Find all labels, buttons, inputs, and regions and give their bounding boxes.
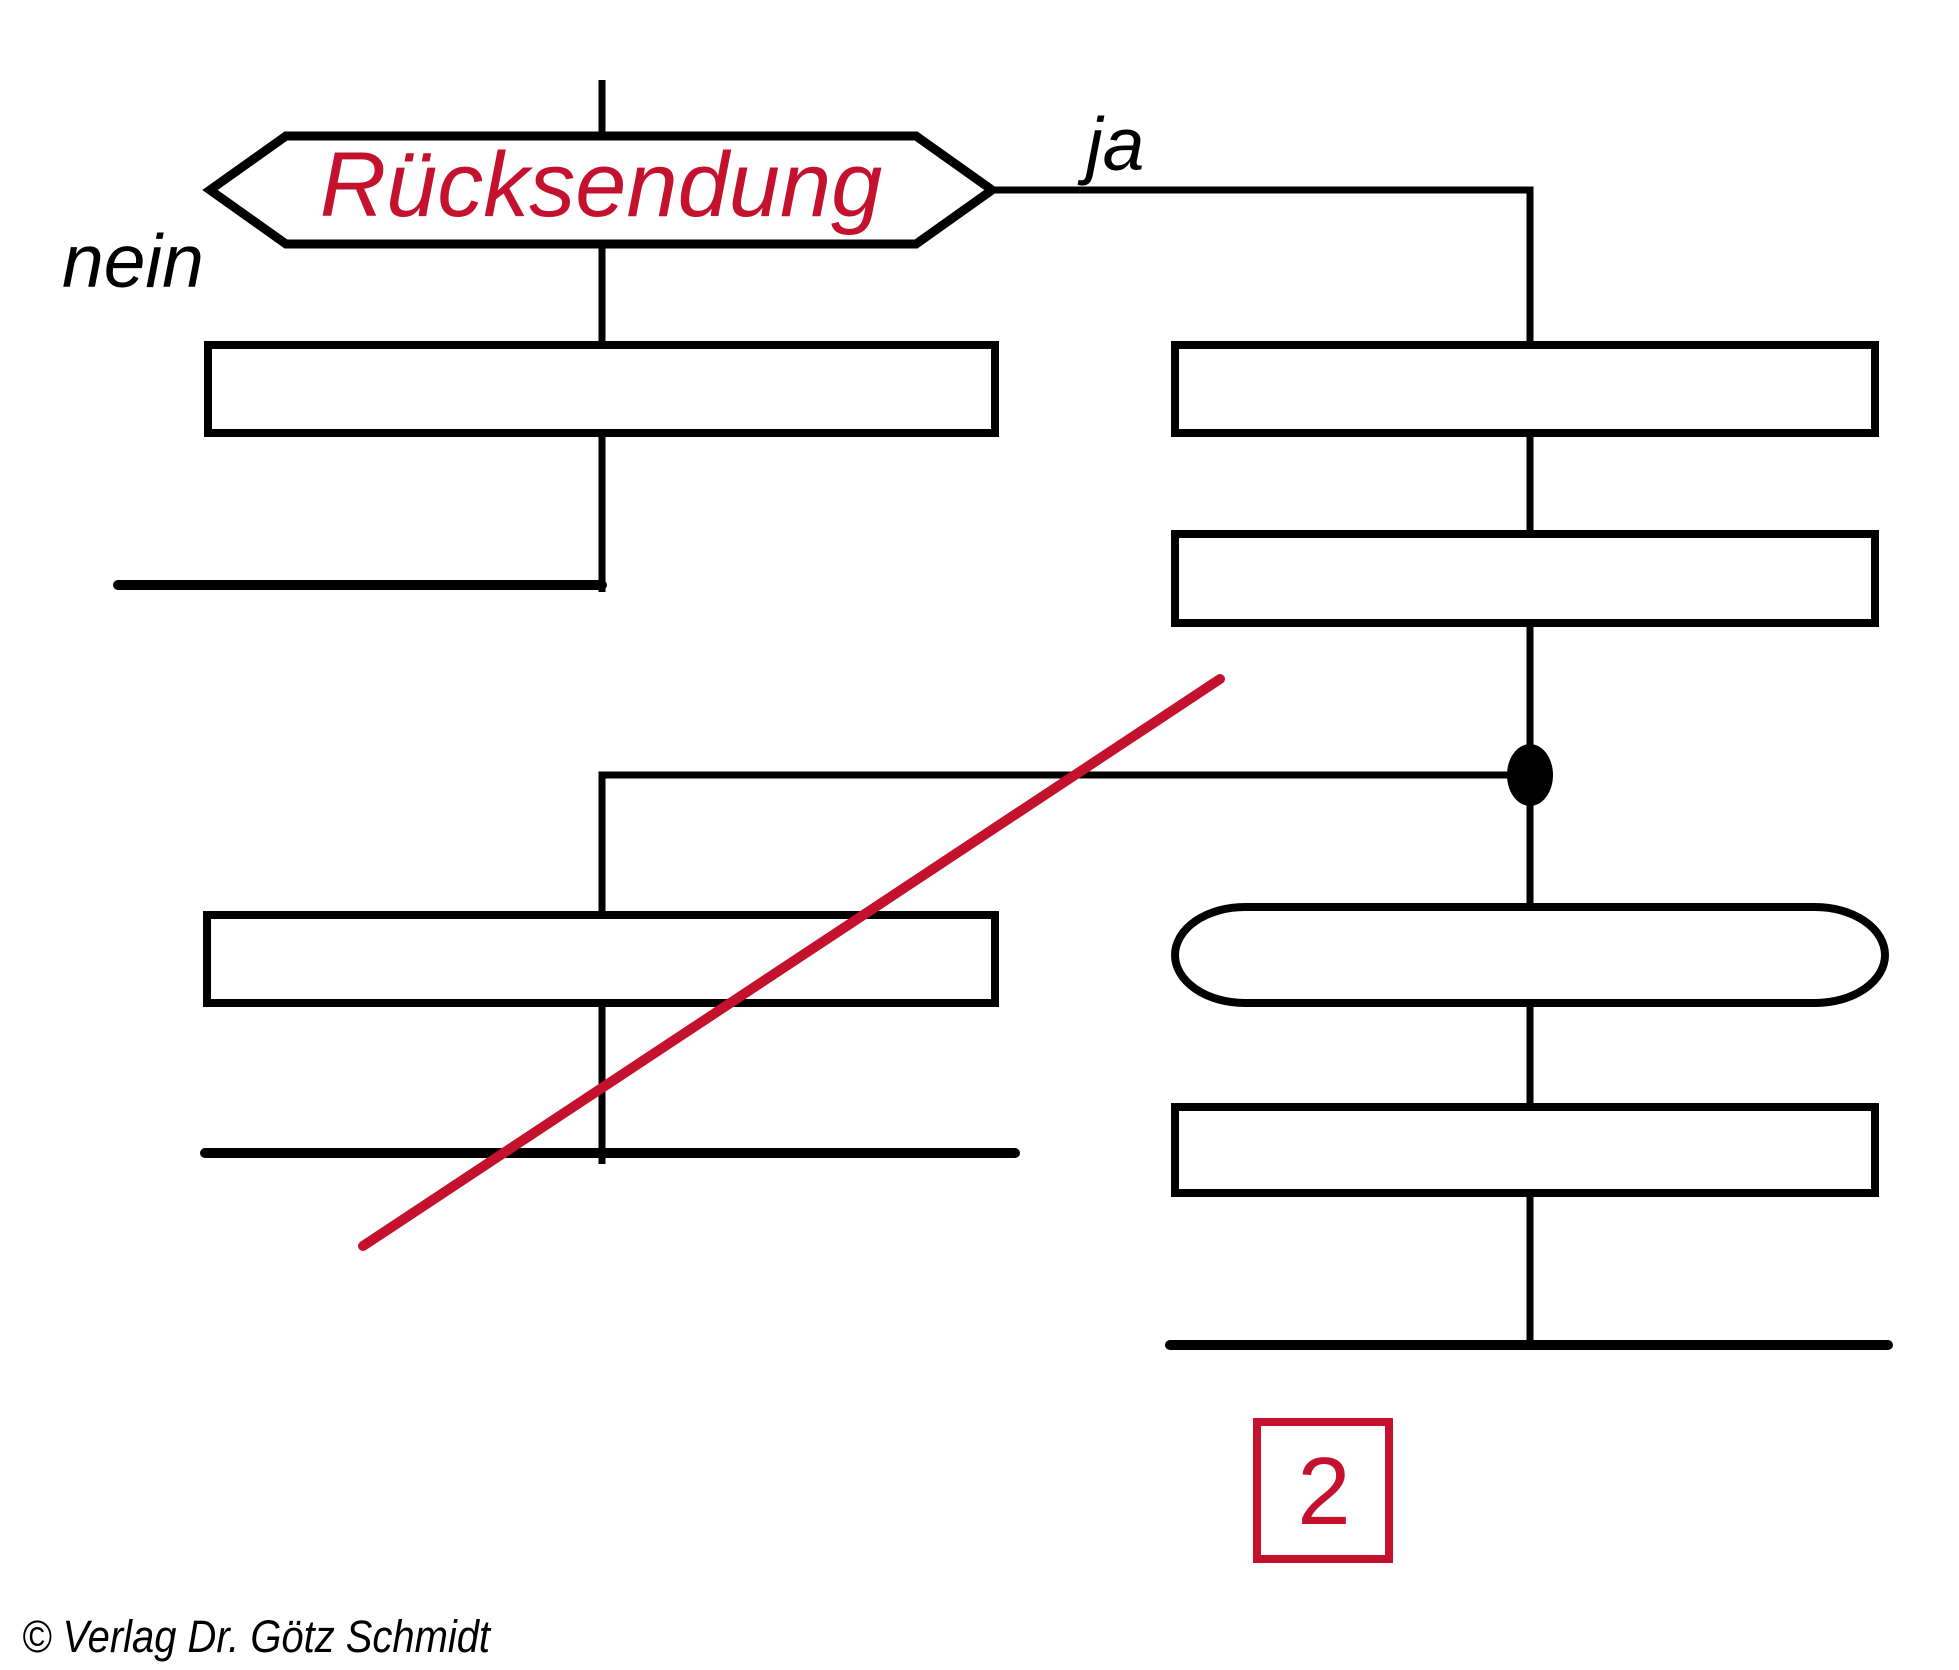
branch-label-nein: nein bbox=[62, 219, 204, 303]
page-reference-number: 2 bbox=[1297, 1438, 1350, 1545]
branch-label-ja: ja bbox=[1077, 102, 1144, 186]
red-strike-line bbox=[358, 674, 1225, 1251]
process-box-right-3 bbox=[1171, 1103, 1879, 1197]
process-box-right-1 bbox=[1171, 341, 1879, 437]
terminator-stadium bbox=[1171, 903, 1889, 1007]
decision-label: Rücksendung bbox=[320, 134, 883, 236]
process-box-right-2 bbox=[1171, 530, 1879, 627]
page-reference-box bbox=[1253, 1418, 1393, 1563]
connector-ja-branch bbox=[992, 186, 1534, 345]
copyright-text: © Verlag Dr. Götz Schmidt bbox=[22, 1611, 492, 1662]
connector-junction-to-left bbox=[598, 771, 1530, 915]
process-box-left-1 bbox=[204, 341, 999, 437]
process-box-left-2 bbox=[203, 911, 999, 1007]
